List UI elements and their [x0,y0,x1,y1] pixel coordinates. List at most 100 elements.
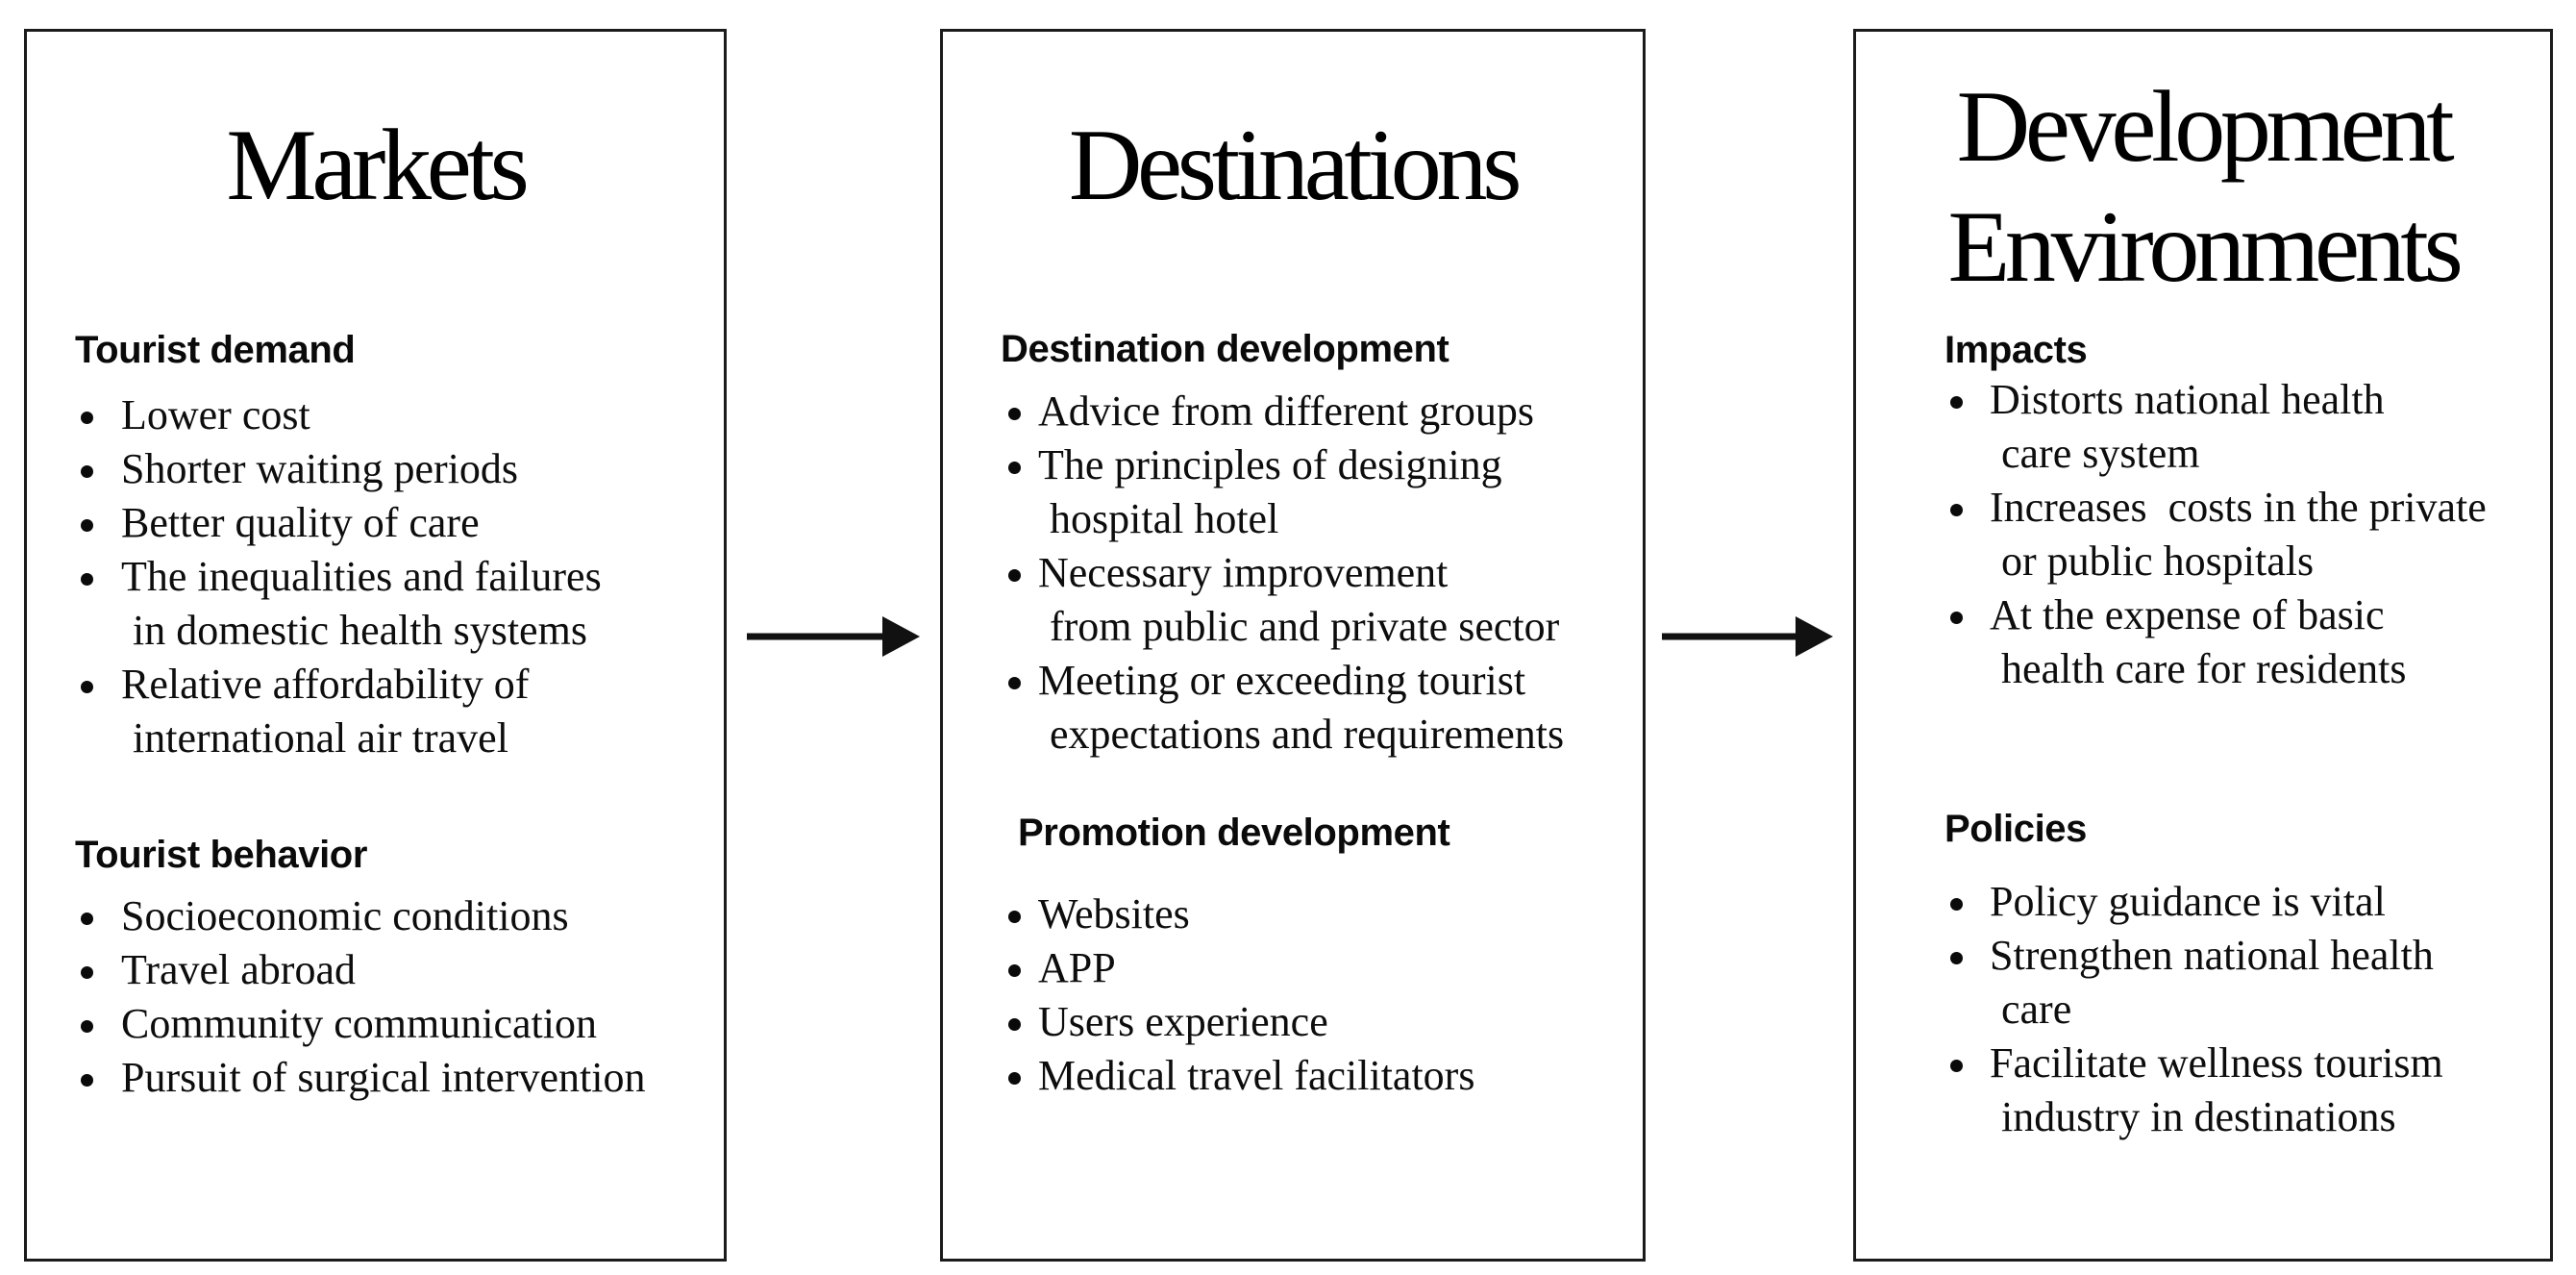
bullet-dot-icon [1950,898,1963,911]
bullet-line: in domestic health systems [133,607,587,654]
bullet-line: care [2001,986,2072,1033]
bullet-item: Medical travel facilitators [1001,1049,1620,1103]
title-line: Environments [1947,190,2463,303]
bullet-dot-icon [1008,569,1021,582]
bullet-item: Socioeconomic conditions [75,889,701,943]
bullet-line: health care for residents [2001,645,2407,692]
section-heading: Tourist demand [75,329,356,371]
bullet-line: Pursuit of surgical intervention [121,1054,646,1101]
bullet-line: expectations and requirements [1050,711,1565,758]
bullet-dot-icon [1008,462,1021,474]
bullet-item: Shorter waiting periods [75,442,701,496]
section-heading: Impacts [1944,329,2088,371]
bullet-dot-icon [1950,396,1963,409]
bullet-line: Users experience [1038,998,1328,1045]
bullet-dot-icon [81,519,93,532]
bullet-item: Better quality of care [75,496,701,550]
bullet-line: Travel abroad [121,946,356,993]
bullet-line: Increases costs in the private [1990,484,2487,531]
bullet-item: Lower cost [75,388,701,442]
bullet-item: Websites [1001,888,1620,941]
bullet-dot-icon [81,412,93,424]
bullet-line: Medical travel facilitators [1038,1052,1475,1099]
bullet-line: industry in destinations [2001,1093,2396,1140]
bullet-item: Advice from different groups [1001,385,1620,438]
bullet-line: Relative affordability of [121,661,530,708]
bullet-item: Travel abroad [75,943,701,997]
bullet-line: international air travel [133,714,508,762]
bullet-dot-icon [1950,1060,1963,1072]
bullet-dot-icon [1950,612,1963,624]
bullet-item: Pursuit of surgical intervention [75,1051,701,1105]
title-line: Markets [226,109,530,221]
section-heading: Policies [1944,808,2087,850]
bullet-line: Websites [1038,890,1190,938]
title-line: Destinations [1068,109,1523,221]
bullet-line: Better quality of care [121,499,480,546]
bullet-item: Necessary improvement from public and pri… [1001,546,1620,654]
bullet-item: Strengthen national health care [1944,929,2531,1037]
section-heading: Tourist behavior [75,834,368,876]
bullet-line: Advice from different groups [1038,388,1535,435]
bullet-dot-icon [1008,1018,1021,1031]
bullet-dot-icon [1950,952,1963,964]
column-title-destinations: Destinations [943,105,1643,225]
bullet-dot-icon [81,465,93,478]
title-line: Development [1956,70,2455,183]
bullet-line: Distorts national health [1990,376,2385,423]
bullet-dot-icon [1008,408,1021,420]
bullet-item: The principles of designing hospital hote… [1001,438,1620,546]
bullet-line: At the expense of basic [1990,591,2385,638]
bullet-dot-icon [1008,1072,1021,1085]
bullet-dot-icon [81,966,93,979]
section-heading: Destination development [1001,328,1449,370]
bullet-line: from public and private sector [1050,603,1560,650]
bullet-dot-icon [81,681,93,693]
bullet-line: APP [1038,944,1116,991]
bullet-line: Strengthen national health [1990,932,2434,979]
bullet-dot-icon [81,1020,93,1033]
bullet-dot-icon [1950,504,1963,516]
flow-arrow-markets-to-destinations-icon [740,608,928,665]
flow-arrow-destinations-to-development-environments-icon [1655,608,1843,665]
bullet-dot-icon [81,573,93,586]
bullet-item: Relative affordability of international a… [75,658,701,765]
bullet-line: Necessary improvement [1038,549,1449,596]
column-title-markets: Markets [27,105,724,225]
bullet-item: Policy guidance is vital [1944,875,2531,929]
bullet-line: hospital hotel [1050,495,1279,542]
section-heading: Promotion development [1018,812,1450,854]
bullet-line: Policy guidance is vital [1990,878,2386,925]
bullet-dot-icon [1008,964,1021,977]
bullet-dot-icon [1008,911,1021,923]
bullet-line: care system [2001,430,2200,477]
bullet-line: Community communication [121,1000,597,1047]
bullet-dot-icon [81,912,93,925]
bullet-item: The inequalities and failures in domestic… [75,550,701,658]
bullet-line: The principles of designing [1038,441,1502,488]
bullet-line: Socioeconomic conditions [121,892,569,939]
bullet-item: APP [1001,941,1620,995]
bullet-line: The inequalities and failures [121,553,602,600]
bullet-line: Lower cost [121,391,310,438]
